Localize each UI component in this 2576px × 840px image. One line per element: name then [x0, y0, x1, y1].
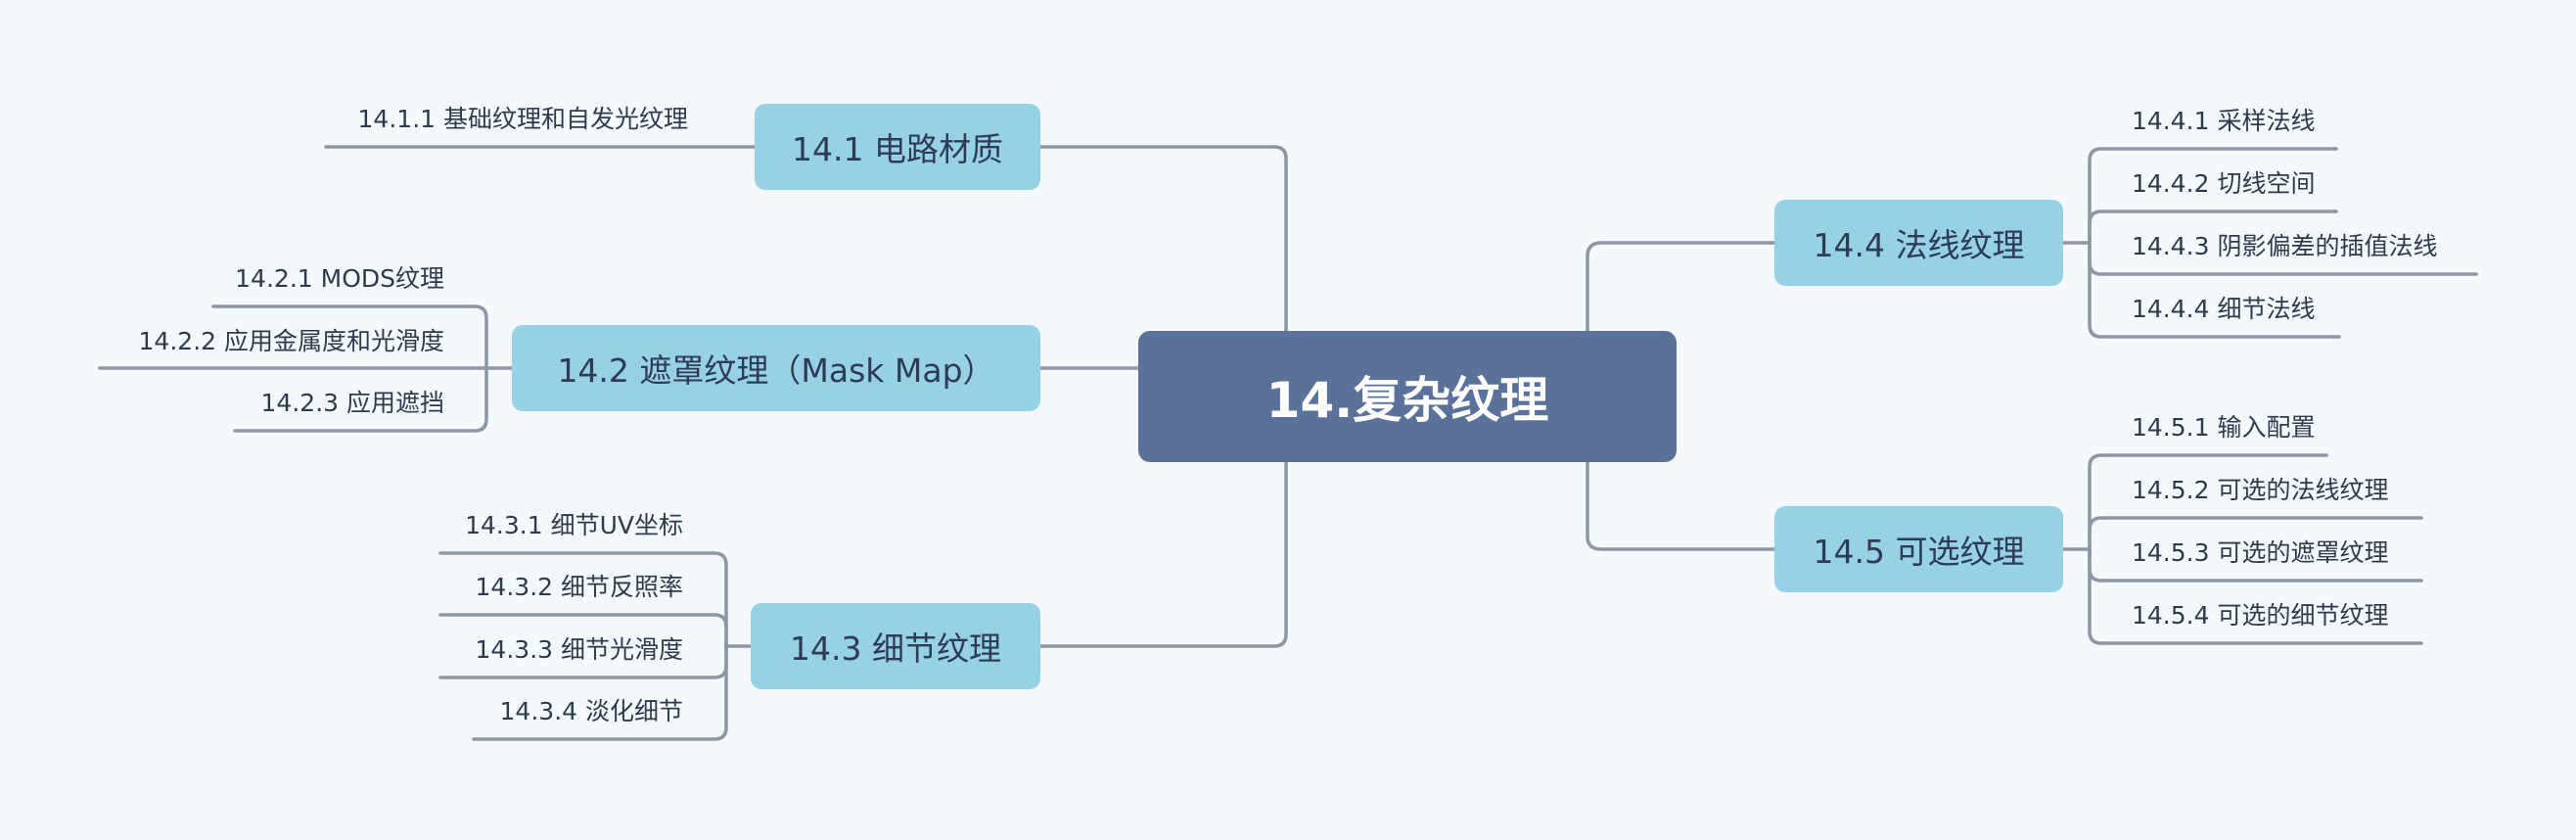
branch-label: 14.5 可选纹理: [1813, 533, 2025, 571]
branch-label: 14.3 细节纹理: [790, 630, 1001, 668]
leaf-14-4-4[interactable]: 14.4.4 细节法线: [2132, 295, 2316, 323]
leaf-14-3-1[interactable]: 14.3.1 细节UV坐标: [465, 511, 683, 539]
branch-label: 14.2 遮罩纹理（Mask Map）: [557, 351, 995, 390]
leaf-14-3-2[interactable]: 14.3.2 细节反照率: [475, 573, 683, 601]
branch-label: 14.4 法线纹理: [1813, 226, 2025, 264]
leaf-14-3-4[interactable]: 14.3.4 淡化细节: [499, 697, 683, 725]
branch-node-14-4[interactable]: 14.4 法线纹理: [1774, 200, 2063, 286]
leaf-14-2-2[interactable]: 14.2.2 应用金属度和光滑度: [138, 327, 444, 355]
leaf-14-4-1[interactable]: 14.4.1 采样法线: [2132, 107, 2316, 135]
branch-node-14-5[interactable]: 14.5 可选纹理: [1774, 506, 2063, 592]
leaf-14-2-3[interactable]: 14.2.3 应用遮挡: [260, 389, 444, 417]
leaf-14-1-1[interactable]: 14.1.1 基础纹理和自发光纹理: [357, 105, 688, 133]
branch-node-14-3[interactable]: 14.3 细节纹理: [751, 603, 1040, 689]
branch-label: 14.1 电路材质: [792, 130, 1003, 168]
leaf-14-5-3[interactable]: 14.5.3 可选的遮罩纹理: [2132, 538, 2389, 567]
leaf-14-3-3[interactable]: 14.3.3 细节光滑度: [475, 635, 683, 664]
root-label: 14.复杂纹理: [1265, 372, 1549, 429]
leaf-14-2-1[interactable]: 14.2.1 MODS纹理: [235, 264, 444, 293]
leaf-14-5-4[interactable]: 14.5.4 可选的细节纹理: [2132, 601, 2389, 630]
leaf-14-5-2[interactable]: 14.5.2 可选的法线纹理: [2132, 476, 2389, 504]
root-node[interactable]: 14.复杂纹理: [1138, 331, 1677, 462]
leaf-14-4-3[interactable]: 14.4.3 阴影偏差的插值法线: [2132, 232, 2438, 260]
branch-node-14-2[interactable]: 14.2 遮罩纹理（Mask Map）: [512, 325, 1040, 411]
branch-node-14-1[interactable]: 14.1 电路材质: [755, 104, 1040, 190]
leaf-14-4-2[interactable]: 14.4.2 切线空间: [2132, 169, 2316, 198]
leaf-14-5-1[interactable]: 14.5.1 输入配置: [2132, 413, 2316, 442]
